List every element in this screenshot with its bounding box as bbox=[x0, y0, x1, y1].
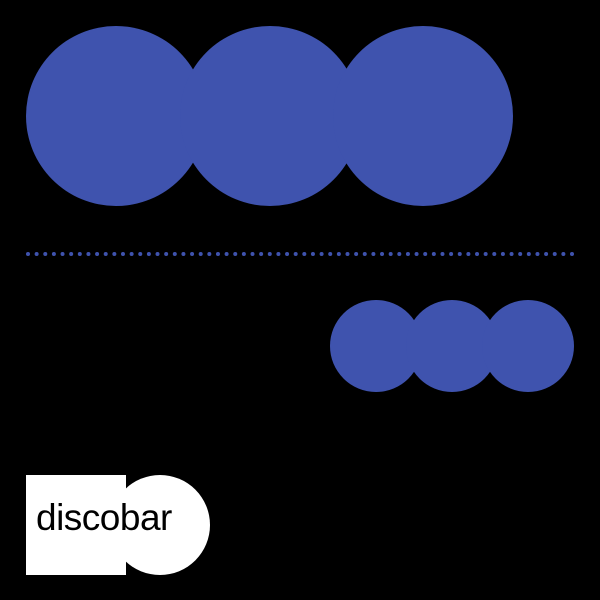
divider-dot bbox=[570, 252, 574, 256]
logo-shape bbox=[26, 475, 210, 575]
divider-dot bbox=[380, 252, 385, 256]
large-circle-3 bbox=[333, 26, 513, 206]
large-circles-group bbox=[26, 26, 513, 206]
divider-dot bbox=[293, 252, 298, 256]
divider-dot bbox=[526, 252, 531, 256]
divider-dot bbox=[95, 252, 100, 256]
divider-dot bbox=[215, 252, 220, 256]
divider-dot bbox=[310, 252, 315, 256]
small-circle-3 bbox=[482, 300, 574, 392]
divider-dot bbox=[336, 252, 341, 256]
divider-dot bbox=[129, 252, 134, 256]
divider-dot bbox=[328, 252, 333, 256]
divider-dot bbox=[181, 252, 186, 256]
divider-dot bbox=[164, 252, 169, 256]
divider-dot bbox=[43, 252, 48, 256]
divider-dot bbox=[103, 252, 108, 256]
divider-dot bbox=[51, 252, 56, 256]
divider-dot bbox=[241, 252, 246, 256]
divider-dot bbox=[190, 252, 195, 256]
divider-dot bbox=[388, 252, 393, 256]
divider-dot bbox=[120, 252, 125, 256]
divider-dot bbox=[233, 252, 238, 256]
divider-dot bbox=[371, 252, 376, 256]
divider-dot bbox=[457, 252, 462, 256]
divider-dot bbox=[354, 252, 359, 256]
divider-dot bbox=[77, 252, 82, 256]
small-circles-group bbox=[330, 300, 574, 392]
divider-dot bbox=[112, 252, 117, 256]
divider-dot bbox=[60, 252, 65, 256]
large-circle-1 bbox=[26, 26, 206, 206]
divider-dot bbox=[475, 252, 480, 256]
divider-dot bbox=[285, 252, 290, 256]
divider-dot bbox=[155, 252, 160, 256]
divider-dot bbox=[26, 252, 30, 256]
dotted-divider bbox=[26, 252, 574, 256]
divider-dot bbox=[172, 252, 177, 256]
divider-dot bbox=[397, 252, 402, 256]
divider-dot bbox=[224, 252, 229, 256]
divider-dot bbox=[259, 252, 264, 256]
divider-dot bbox=[302, 252, 307, 256]
divider-dot bbox=[69, 252, 74, 256]
divider-dot bbox=[423, 252, 428, 256]
divider-dot bbox=[431, 252, 436, 256]
small-circle-2 bbox=[406, 300, 498, 392]
logo-rect bbox=[26, 475, 126, 575]
divider-dot bbox=[362, 252, 367, 256]
divider-dot bbox=[319, 252, 324, 256]
logo-circle bbox=[110, 475, 210, 575]
divider-dot bbox=[509, 252, 514, 256]
divider-dot bbox=[250, 252, 255, 256]
divider-dot bbox=[544, 252, 549, 256]
divider-dot bbox=[518, 252, 523, 256]
small-circle-1 bbox=[330, 300, 422, 392]
divider-dot bbox=[34, 252, 39, 256]
divider-dot bbox=[561, 252, 566, 256]
divider-dot bbox=[500, 252, 505, 256]
divider-dot bbox=[207, 252, 212, 256]
large-circle-2 bbox=[180, 26, 360, 206]
divider-dot bbox=[483, 252, 488, 256]
divider-dot bbox=[414, 252, 419, 256]
divider-dot bbox=[146, 252, 151, 256]
divider-dot bbox=[345, 252, 350, 256]
divider-dot bbox=[466, 252, 471, 256]
divider-dot bbox=[492, 252, 497, 256]
divider-dot bbox=[440, 252, 445, 256]
divider-dot bbox=[276, 252, 281, 256]
divider-dot bbox=[198, 252, 203, 256]
divider-dot bbox=[449, 252, 454, 256]
divider-dot bbox=[535, 252, 540, 256]
divider-dot bbox=[552, 252, 557, 256]
brand-logo-text: discobar bbox=[36, 497, 172, 538]
divider-dot bbox=[138, 252, 143, 256]
divider-dot bbox=[86, 252, 91, 256]
divider-dot bbox=[267, 252, 272, 256]
divider-dot bbox=[405, 252, 410, 256]
